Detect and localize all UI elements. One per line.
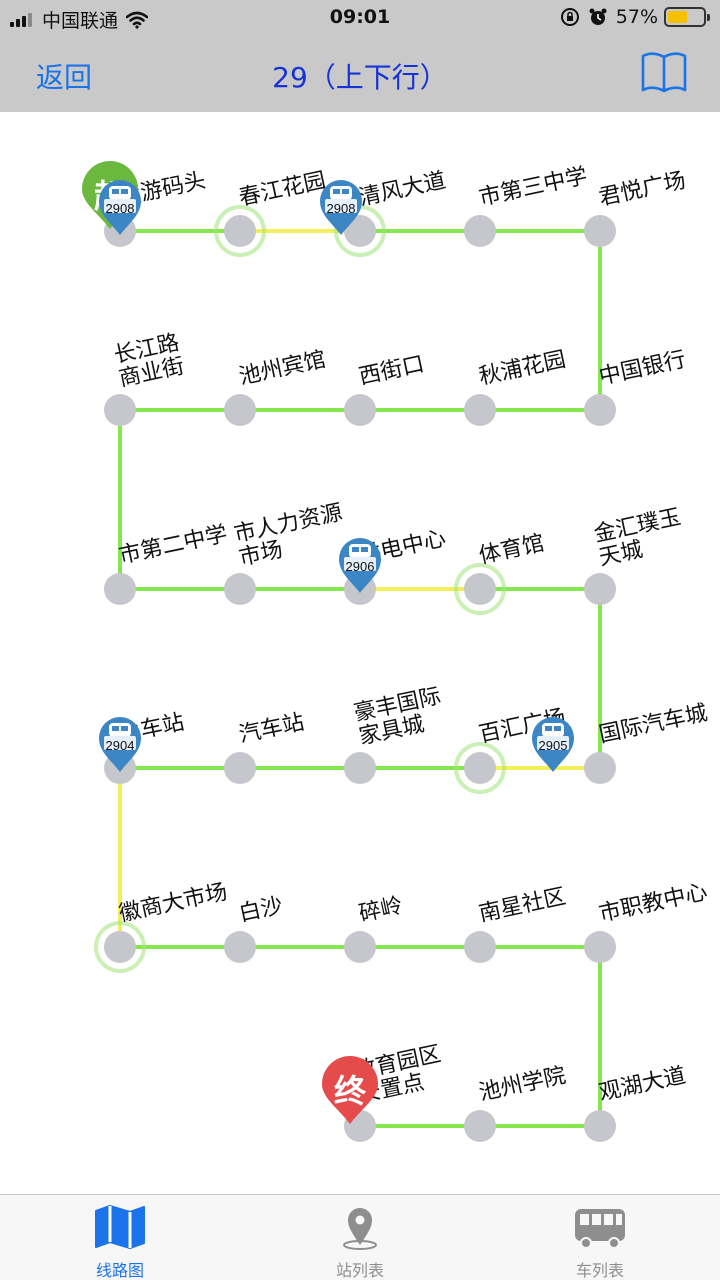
station-dot[interactable] xyxy=(224,394,256,426)
signal-icon xyxy=(10,12,34,27)
station-dot[interactable] xyxy=(464,931,496,963)
station-dot[interactable] xyxy=(584,573,616,605)
bus-pin-icon xyxy=(532,717,574,772)
route-line-canvas xyxy=(94,205,616,1142)
tab-route-map[interactable]: 线路图 xyxy=(0,1195,240,1280)
book-icon[interactable] xyxy=(640,50,688,94)
battery-percent: 57% xyxy=(615,6,658,28)
end-badge-text: 终 xyxy=(333,1072,366,1110)
bus-number: 2905 xyxy=(538,738,568,753)
station-dot[interactable] xyxy=(584,394,616,426)
bus-number: 2904 xyxy=(105,738,135,753)
station-halo xyxy=(94,921,146,973)
bus-pin-icon xyxy=(320,180,362,235)
station-dot[interactable] xyxy=(224,931,256,963)
station-dot[interactable] xyxy=(224,215,256,247)
status-right: 57% xyxy=(560,6,710,28)
bus-number: 2908 xyxy=(326,201,356,216)
nav-bar: 返回 29（上下行） xyxy=(0,36,720,112)
tab-bus-list[interactable]: 车列表 xyxy=(480,1195,720,1280)
station-dot[interactable] xyxy=(224,752,256,784)
bus-number: 2908 xyxy=(105,201,135,216)
status-bar: 中国联通 09:01 57% xyxy=(0,0,720,36)
station-dot[interactable] xyxy=(584,752,616,784)
bus-marker[interactable]: 2908 xyxy=(318,179,364,237)
tab-station-list[interactable]: 站列表 xyxy=(240,1195,480,1280)
station-dot[interactable] xyxy=(104,573,136,605)
station-dot[interactable] xyxy=(344,215,376,247)
bus-pin-icon xyxy=(99,717,141,772)
station-dot[interactable] xyxy=(464,215,496,247)
bus-marker[interactable]: 2904 xyxy=(97,716,143,774)
station-dot[interactable] xyxy=(464,573,496,605)
wifi-icon xyxy=(126,11,149,29)
route-map: 渡游码头春江花园清风大道市第三中学君悦广场中国银行秋浦花园西街口池州宾馆长江路商… xyxy=(0,112,720,1194)
status-time: 09:01 xyxy=(329,6,391,28)
station-dot[interactable] xyxy=(104,931,136,963)
station-dot[interactable] xyxy=(464,752,496,784)
bus-number: 2906 xyxy=(345,559,375,574)
end-badge: 终 xyxy=(320,1056,380,1126)
station-dot[interactable] xyxy=(464,1110,496,1142)
station-halo xyxy=(214,205,266,257)
station-dot[interactable] xyxy=(104,394,136,426)
station-dot[interactable] xyxy=(344,752,376,784)
bus-icon xyxy=(575,1209,625,1249)
map-icon xyxy=(95,1205,145,1249)
station-dot[interactable] xyxy=(584,1110,616,1142)
tab-label: 站列表 xyxy=(335,1261,384,1280)
station-dot[interactable] xyxy=(584,215,616,247)
bus-marker[interactable]: 2908 xyxy=(97,179,143,237)
back-button[interactable]: 返回 xyxy=(36,61,93,94)
station-dot[interactable] xyxy=(584,931,616,963)
bus-pin-icon xyxy=(99,180,141,235)
station-dot[interactable] xyxy=(344,931,376,963)
location-pin-icon xyxy=(343,1208,377,1250)
bus-marker[interactable]: 2905 xyxy=(530,716,576,774)
station-dot[interactable] xyxy=(344,394,376,426)
carrier-name: 中国联通 xyxy=(42,10,119,32)
bus-pin-icon xyxy=(339,538,381,593)
station-dot[interactable] xyxy=(224,573,256,605)
station-dot[interactable] xyxy=(464,394,496,426)
tab-label: 线路图 xyxy=(95,1261,144,1280)
bus-marker[interactable]: 2906 xyxy=(337,537,383,595)
alarm-icon xyxy=(589,8,607,25)
battery-icon xyxy=(664,7,710,27)
tab-bar: 线路图 站列表 车列表 xyxy=(0,1194,720,1280)
station-halo xyxy=(454,742,506,794)
tab-label: 车列表 xyxy=(575,1261,624,1280)
station-halo xyxy=(454,563,506,615)
status-left: 中国联通 xyxy=(10,6,149,33)
page-title: 29（上下行） xyxy=(272,61,448,94)
orientation-lock-icon xyxy=(560,8,579,26)
